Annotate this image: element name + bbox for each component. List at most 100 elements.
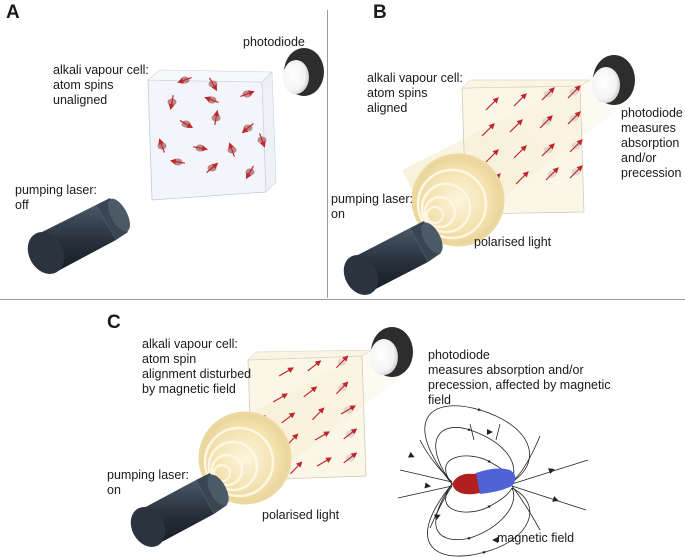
spin [208,77,218,92]
panel-c-laser-label: pumping laser: on [107,468,189,497]
field-arrowhead [492,537,498,543]
panel-c-beam-rings [198,411,292,505]
spin-arrow [569,139,583,153]
spin [569,165,583,179]
spin [336,381,349,395]
spin-arrow [336,355,349,369]
spin-arrow [509,119,523,133]
bar-magnet [452,468,516,495]
spin-arrow [245,165,255,180]
spin [485,97,499,111]
panel-c-letter: C [107,312,121,333]
spin [340,405,356,415]
field-arrowhead [408,452,415,458]
spin [541,87,555,101]
spin-arrow [278,367,294,377]
panel-b-beam-rings [411,153,505,247]
spin-arrow [206,162,219,173]
spin-arrow [240,90,255,97]
spin [204,96,219,104]
field-arrowhead [552,496,559,502]
spin [169,158,185,166]
field-line [397,485,453,499]
panel-b-photodiode-label: photodiode measures absorption and/or pr… [621,106,683,180]
spin [513,145,527,159]
spin [513,93,527,107]
spin-arrow [539,115,553,129]
panel-c-laser [130,473,229,548]
spin-arrow [314,431,330,441]
spin [193,144,209,152]
field-arrowhead [487,429,493,435]
spin-arrow [567,85,581,99]
vertical-divider [327,10,328,298]
panel-a-photodiode [283,48,324,96]
spin-arrow [485,149,499,163]
field-line [427,483,531,557]
spin [290,461,303,475]
spin-arrow [541,87,555,101]
field-line [399,469,453,483]
spin-arrow [481,123,495,137]
spin [481,123,495,137]
spin-arrow [343,428,358,440]
spin-arrow [515,171,529,185]
field-line [469,423,475,441]
spin [312,407,325,421]
field-arrowhead [548,468,555,474]
spin [343,452,358,464]
field-line [495,423,501,441]
panel-a-laser [27,198,131,275]
spin [314,431,330,441]
panel-a-photodiode-label: photodiode [243,35,305,49]
panel-c-photodiode [370,327,413,377]
spin [545,167,559,181]
spin-arrow [485,97,499,111]
spin [316,457,332,467]
spin [281,412,296,424]
spin [509,119,523,133]
spin [515,171,529,185]
field-line [424,405,530,485]
panel-c-field-label: magnetic field [497,531,575,545]
spin-arrow [513,145,527,159]
spin-arrow [213,109,220,125]
spin-arrow [281,412,296,424]
panel-b-letter: B [373,2,387,23]
spin-arrow [204,96,219,103]
horizontal-divider [0,299,685,300]
spin-arrow [259,133,266,148]
spin-arrow [177,77,192,84]
spin [257,133,267,148]
spin [336,355,349,369]
panel-c-cell-label: alkali vapour cell: atom spin alignment … [142,337,252,396]
panel-b-spins [481,85,583,187]
panel-c-spins [250,355,358,475]
field-line [511,485,541,531]
spin [567,111,581,125]
spin-arrow [541,143,555,157]
field-arrowhead [424,482,431,489]
spin-arrow [272,393,288,403]
spin [167,95,177,111]
panel-c-beam-label: polarised light [262,508,340,522]
spin-arrow [228,142,235,157]
spin [569,139,583,153]
field-line [435,427,514,485]
spin [227,142,237,157]
spin [240,90,255,98]
spin [541,143,555,157]
panel-c-photodiode-label: photodiode measures absorption and/or pr… [428,348,611,407]
magnetic-field-lines [397,405,589,557]
spin [303,386,318,398]
spin-arrow [158,138,165,153]
spin-arrow [569,165,583,179]
field-line [511,485,587,511]
spin [245,165,255,180]
spin-arrow [545,167,559,181]
spin-arrow [513,93,527,107]
spin-arrow [307,360,322,372]
spin [179,119,194,129]
